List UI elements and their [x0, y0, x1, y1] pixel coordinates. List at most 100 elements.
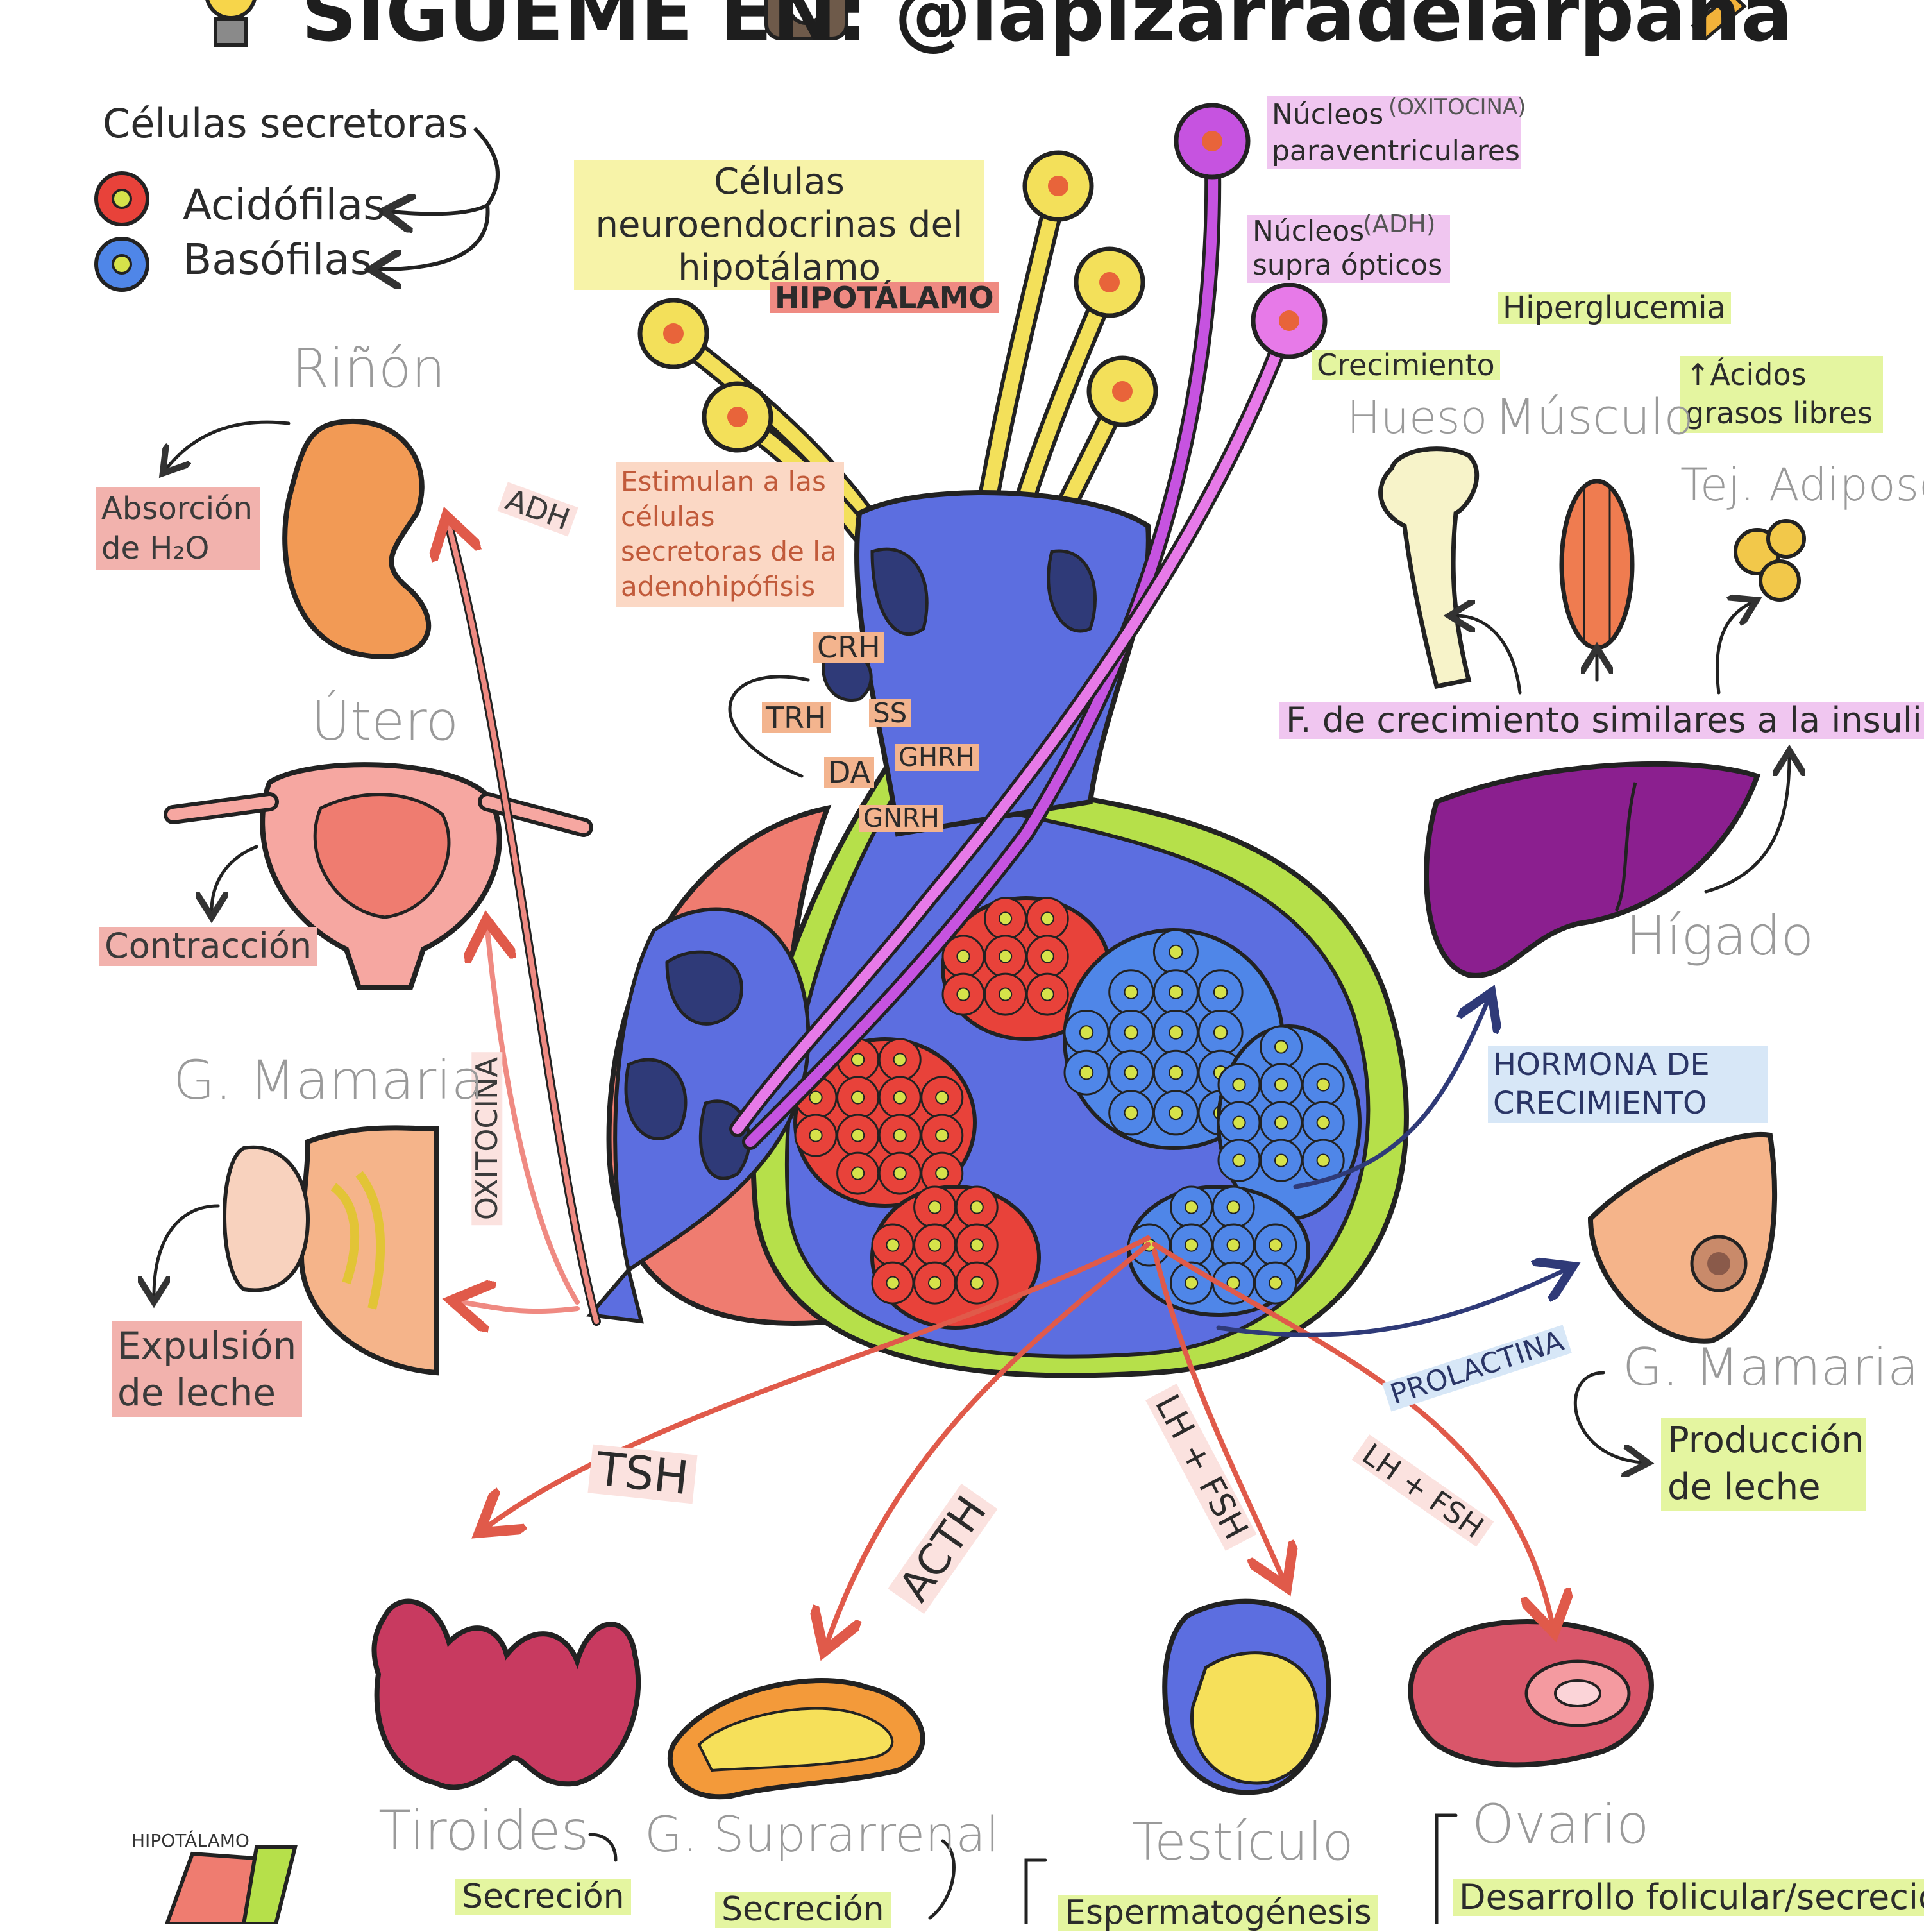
adrenal-illustration [668, 1678, 925, 1800]
ovary-effect: Desarrollo folicular/secreción [1453, 1879, 1924, 1916]
uterus-effect: Contracción [99, 927, 317, 966]
cell-nucleus [1274, 1078, 1288, 1092]
paraventricular-neuron [742, 103, 1251, 1150]
neuron-soma [1022, 150, 1094, 222]
cell-nucleus [1040, 987, 1054, 1001]
cell-nucleus [1169, 985, 1183, 999]
arrows [154, 420, 1789, 1924]
cell-nucleus [809, 1128, 823, 1142]
neuron-soma [1074, 246, 1145, 318]
neuron-bodies [637, 150, 1158, 453]
gnrh-label: GNRH [859, 805, 943, 832]
tsh-label: TSH [587, 1442, 698, 1505]
cell-nucleus [1185, 1238, 1199, 1252]
trh-label: TRH [762, 702, 831, 733]
cell-nucleus [928, 1238, 942, 1252]
da-label: DA [824, 757, 875, 788]
cell-nucleus [1316, 1153, 1330, 1167]
muscle-effect: Hiperglucemia [1498, 292, 1731, 324]
mini-hypothalamus-label: HIPOTÁLAMO [131, 1830, 249, 1851]
cell-nucleus [935, 1166, 949, 1180]
legend-title: Células secretoras [103, 100, 469, 147]
paraventricular-label: Núcleos paraventriculares [1267, 96, 1521, 170]
cell-nucleus [935, 1090, 949, 1105]
basophil-cluster [1217, 1024, 1362, 1221]
liver-name: Hígado [1626, 904, 1814, 967]
bone-illustration [1378, 446, 1480, 690]
cell-nucleus [1185, 1276, 1199, 1290]
cell-nucleus [1316, 1078, 1330, 1092]
breast-illustration [1587, 1131, 1778, 1344]
pencil-icon [1691, 0, 1747, 41]
adrenal-effect: Secreción [715, 1892, 891, 1928]
cell-nucleus [999, 949, 1013, 963]
kidney-illustration [282, 418, 432, 659]
thyroid-effect: Secreción [455, 1879, 631, 1915]
muscle-name: Músculo [1494, 388, 1694, 445]
cell-nucleus [1232, 1078, 1246, 1092]
cell-nucleus [1040, 949, 1054, 963]
testicle-illustration [1162, 1598, 1331, 1795]
header-title: SÍGUEME EN: @lapizarradelarpana [301, 0, 1793, 59]
cell-nucleus [1169, 1065, 1183, 1080]
breast-feeding-illustration [223, 1125, 439, 1376]
acidophil-cluster [793, 1037, 977, 1208]
cell-nucleus [893, 1090, 907, 1105]
liver-illustration [1424, 761, 1761, 978]
cell-nucleus [956, 987, 970, 1001]
cell-nucleus [970, 1238, 984, 1252]
acidophil-cluster [870, 1185, 1041, 1330]
cell-nucleus [1232, 1153, 1246, 1167]
cell-nucleus [970, 1200, 984, 1214]
thyroid-illustration [371, 1598, 641, 1790]
cell-nucleus [1040, 911, 1054, 926]
cell-nucleus [851, 1090, 865, 1105]
cell-nucleus [1079, 1025, 1094, 1040]
cell-nucleus [1316, 1115, 1330, 1130]
cell-nucleus [999, 987, 1013, 1001]
muscle-illustration [1559, 479, 1635, 650]
thyroid-name: Tiroides [378, 1799, 589, 1862]
bone-name: Hueso [1347, 391, 1488, 444]
cell-nucleus [1274, 1115, 1288, 1130]
adipose-effect: ↑Ácidos grasos libres [1680, 356, 1883, 433]
legend-basophil-label: Basófilas [183, 235, 373, 284]
cell-nucleus [1213, 985, 1228, 999]
cell-nucleus [1274, 1153, 1288, 1167]
adipose-illustration [1734, 519, 1806, 602]
cell-nucleus [1185, 1200, 1199, 1214]
growth-hormone-label: HORMONA DE CRECIMIENTO [1488, 1046, 1768, 1123]
supraoptic-hormone: (ADH) [1363, 210, 1436, 238]
cell-nucleus [1124, 1105, 1138, 1121]
basophil-cluster [1127, 1185, 1310, 1317]
stimulate-note: Estimulan a las células secretoras de la… [616, 462, 844, 607]
cell-nucleus [1169, 944, 1183, 960]
cell-nucleus [1226, 1238, 1240, 1252]
cell-nucleus [1124, 1065, 1138, 1080]
hypothalamus-label: HIPOTÁLAMO [770, 282, 999, 313]
cell-nucleus [1269, 1276, 1283, 1290]
ghrh-label: GHRH [895, 744, 979, 771]
mini-hypothalamus-illustration [164, 1845, 298, 1924]
cell-nucleus [1124, 985, 1138, 999]
mammary-name-posterior: G. Mamaria [173, 1049, 485, 1112]
cell-nucleus [935, 1128, 949, 1142]
crh-label: CRH [813, 632, 884, 663]
cell-nucleus [809, 1090, 823, 1105]
cell-nucleus [1269, 1238, 1283, 1252]
neuron-soma [1086, 355, 1158, 427]
paraventricular-hormone: (OXITOCINA) [1388, 94, 1526, 120]
cell-nucleus [893, 1128, 907, 1142]
cell-nucleus [1232, 1115, 1246, 1130]
adrenal-name: G. Suprarrenal [645, 1806, 1000, 1863]
neuron-soma [702, 381, 773, 453]
testicle-name: Testículo [1132, 1812, 1354, 1872]
supraoptic-neuron [729, 282, 1328, 1137]
mammary-effect-anterior: Producción de leche [1661, 1418, 1866, 1511]
cell-nucleus [886, 1276, 900, 1290]
cell-nucleus [970, 1276, 984, 1290]
cell-nucleus [886, 1238, 900, 1252]
cell-nucleus [851, 1053, 865, 1067]
cell-nucleus [1226, 1200, 1240, 1214]
bone-effect: Crecimiento [1312, 350, 1500, 380]
